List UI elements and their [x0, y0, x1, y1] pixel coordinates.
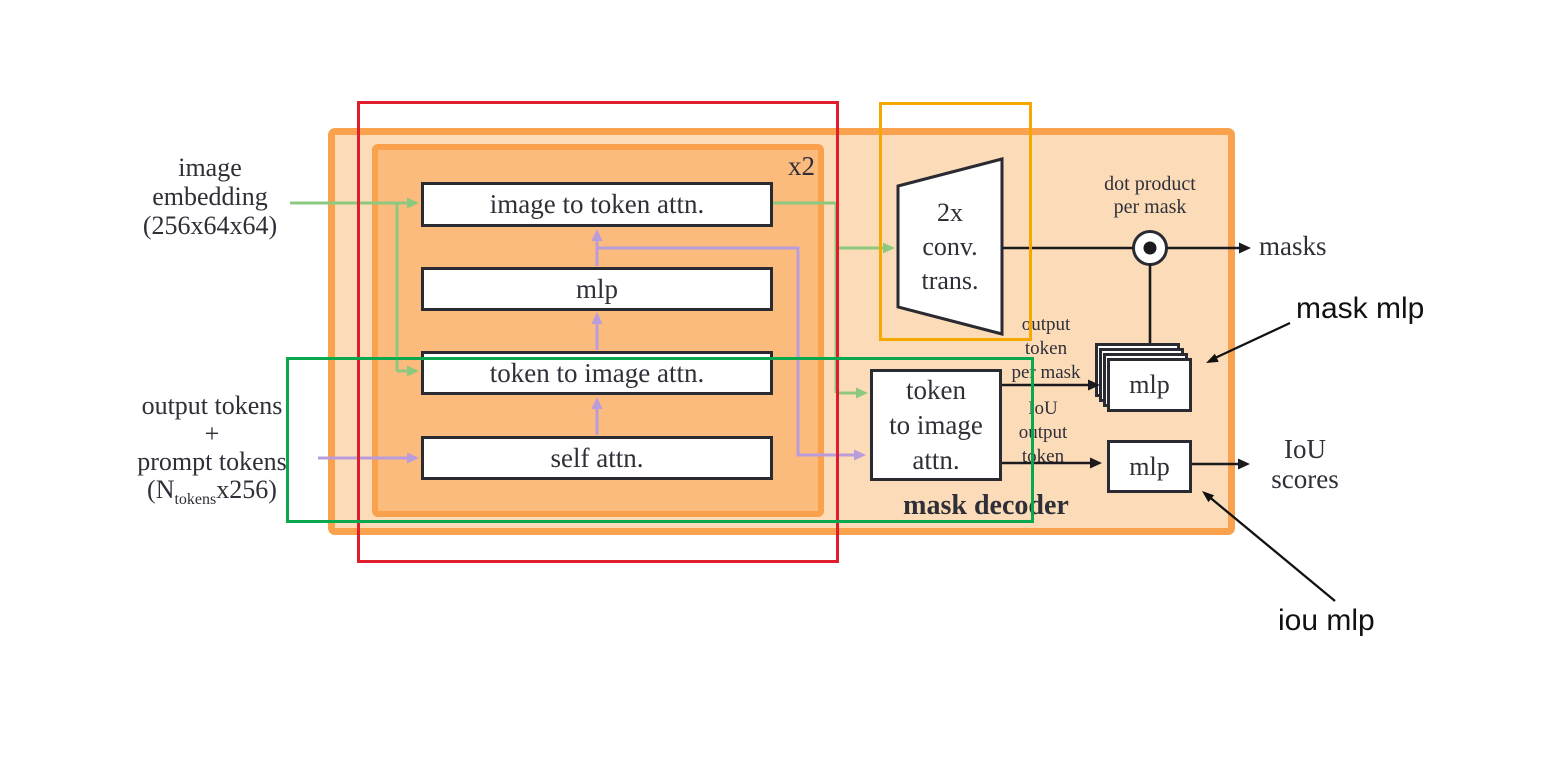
green-arrowhead — [407, 197, 419, 209]
mask-mlp-annotation: mask mlp — [1296, 292, 1425, 325]
conv-transpose-label: 2x conv. trans. — [898, 196, 1002, 298]
red-highlight-rectangle — [357, 101, 839, 563]
green-arrowhead — [407, 365, 419, 377]
dot-product-label: dot product per mask — [1066, 173, 1234, 219]
tokens-input-label: output tokens + prompt tokens (Ntokensx2… — [112, 391, 312, 508]
prompt-tokens-line: prompt tokens — [137, 447, 287, 476]
black-arrowhead — [1088, 379, 1100, 391]
conv-transpose-trapezoid — [896, 157, 1004, 336]
conv-line3: trans. — [921, 266, 979, 295]
output-tokens-line: output tokens — [141, 391, 283, 420]
purple-connectors — [318, 229, 866, 464]
purple-arrowhead — [854, 449, 866, 461]
iou-scores-line2: scores — [1271, 464, 1339, 494]
black-connectors — [1002, 242, 1251, 470]
mask-mlp-box: mlp — [1107, 358, 1192, 412]
repeat-x2-label: x2 — [788, 151, 815, 181]
output-token-line2: token — [1024, 338, 1068, 359]
iou-scores-line1: IoU — [1284, 434, 1326, 464]
iou-mlp-annotation: iou mlp — [1278, 604, 1375, 637]
block-mlp: mlp — [421, 267, 773, 311]
mask-mlp-callout-arrowhead — [1206, 353, 1219, 363]
iou-scores-output-label: IoU scores — [1244, 434, 1366, 494]
tokens-shape-open: (N — [147, 475, 175, 504]
block-image-to-token-attn: image to token attn. — [421, 182, 773, 227]
conv-line1: 2x — [937, 198, 963, 227]
final-attn-line1: token — [906, 374, 966, 405]
green-highlight-rectangle — [286, 357, 1034, 523]
green-arrowhead — [856, 387, 868, 399]
iou-mlp-callout-arrowhead — [1202, 491, 1215, 503]
iou-mlp-box: mlp — [1107, 440, 1192, 493]
output-token-line1: output — [1021, 314, 1071, 335]
purple-arrowhead — [591, 397, 603, 409]
black-arrowhead — [1238, 458, 1250, 470]
iou-token-line1: IoU — [1028, 398, 1058, 419]
final-token-to-image-attn-box: token to image attn. — [870, 369, 1002, 481]
purple-arrowhead — [591, 312, 603, 324]
mask-decoder-title: mask decoder — [903, 490, 1069, 521]
masks-output-label: masks — [1259, 231, 1327, 261]
purple-arrowhead — [407, 452, 419, 464]
image-embedding-shape: (256x64x64) — [142, 211, 278, 240]
image-embedding-line2: embedding — [152, 182, 268, 211]
output-token-line3: per mask — [1011, 362, 1081, 383]
plus-sign: + — [204, 419, 220, 448]
tokens-shape-close: x256) — [216, 475, 277, 504]
block-self-attn: self attn. — [421, 436, 773, 480]
tokens-shape-subscript: tokens — [174, 491, 217, 509]
green-arrowhead — [883, 242, 895, 254]
final-attn-line3: attn. — [912, 444, 960, 475]
purple-arrowhead — [591, 229, 603, 241]
dot-product-line1: dot product — [1104, 173, 1196, 195]
black-arrowhead — [1239, 242, 1251, 254]
iou-mlp-callout-line — [1209, 496, 1336, 602]
mask-mlp-callout-line — [1214, 321, 1291, 360]
iou-token-line2: output — [1018, 422, 1068, 443]
yellow-highlight-rectangle — [879, 102, 1032, 341]
output-token-per-mask-label: output token per mask — [996, 313, 1096, 385]
dot-product-line2: per mask — [1113, 196, 1187, 218]
image-embedding-line1: image — [178, 153, 242, 182]
tokens-shape-line: (Ntokensx256) — [112, 475, 312, 508]
annotation-arrows — [1202, 321, 1336, 602]
dot-product-dot-icon — [1143, 241, 1157, 255]
final-attn-line2: to image — [889, 409, 983, 440]
image-embedding-label: image embedding (256x64x64) — [110, 153, 310, 240]
black-arrowhead — [1090, 457, 1102, 469]
conv-line2: conv. — [922, 232, 978, 261]
